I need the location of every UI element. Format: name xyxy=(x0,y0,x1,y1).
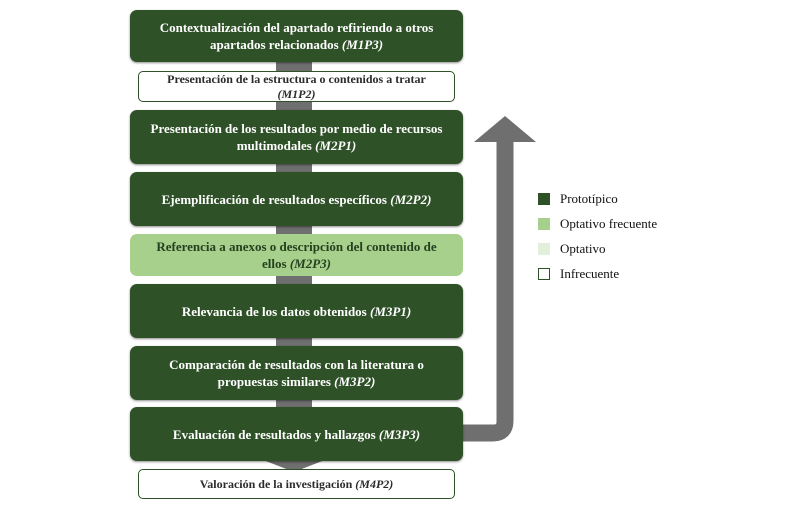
legend-swatch xyxy=(538,242,550,255)
legend: Prototípico Optativo frecuente Optativo … xyxy=(538,186,657,286)
step-text: Valoración de la investigación xyxy=(199,476,353,491)
flow-spine-arrowhead xyxy=(258,458,330,472)
step-code: (M3P3) xyxy=(378,426,421,442)
legend-item-optativo: Optativo xyxy=(538,236,657,261)
legend-item-prototipico: Prototípico xyxy=(538,186,657,211)
step-code: (M2P2) xyxy=(390,191,432,207)
legend-item-optativo-frecuente: Optativo frecuente xyxy=(538,211,657,236)
step-code: (M1P2) xyxy=(277,86,316,101)
step-m1p2: Presentación de la estructura o contenid… xyxy=(138,71,455,102)
step-text: Referencia a anexos o descripción del co… xyxy=(156,239,437,271)
step-text: Relevancia de los datos obtenidos xyxy=(181,303,367,319)
step-code: (M1P3) xyxy=(341,37,384,52)
step-m1p3: Contextualización del apartado refiriend… xyxy=(130,10,463,62)
step-text: Ejemplificación de resultados específico… xyxy=(161,191,387,207)
step-code: (M2P3) xyxy=(289,256,331,271)
legend-label: Optativo xyxy=(560,240,606,256)
legend-swatch xyxy=(538,267,550,280)
step-code: (M3P1) xyxy=(369,303,412,319)
step-m4p2: Valoración de la investigación (M4P2) xyxy=(138,469,455,499)
step-code: (M3P2) xyxy=(334,374,376,389)
legend-swatch xyxy=(538,192,550,205)
step-m3p2: Comparación de resultados con la literat… xyxy=(130,346,463,400)
step-text: Comparación de resultados con la literat… xyxy=(169,357,424,389)
step-m2p2: Ejemplificación de resultados específico… xyxy=(130,172,463,226)
legend-swatch xyxy=(538,217,550,230)
step-m3p1: Relevancia de los datos obtenidos (M3P1) xyxy=(130,284,463,338)
step-code: (M2P1) xyxy=(315,138,357,153)
legend-label: Prototípico xyxy=(560,190,618,206)
legend-label: Infrecuente xyxy=(560,265,620,281)
step-text: Contextualización del apartado refiriend… xyxy=(159,20,434,52)
legend-label: Optativo frecuente xyxy=(560,215,658,231)
step-m3p3: Evaluación de resultados y hallazgos (M3… xyxy=(130,407,463,461)
step-m2p3: Referencia a anexos o descripción del co… xyxy=(130,234,463,276)
step-m2p1: Presentación de los resultados por medio… xyxy=(130,110,463,164)
legend-item-infrecuente: Infrecuente xyxy=(538,261,657,286)
step-code: (M4P2) xyxy=(355,476,394,491)
step-text: Presentación de los resultados por medio… xyxy=(150,121,443,153)
step-text: Evaluación de resultados y hallazgos xyxy=(172,426,376,442)
step-text: Presentación de la estructura o contenid… xyxy=(167,71,426,86)
